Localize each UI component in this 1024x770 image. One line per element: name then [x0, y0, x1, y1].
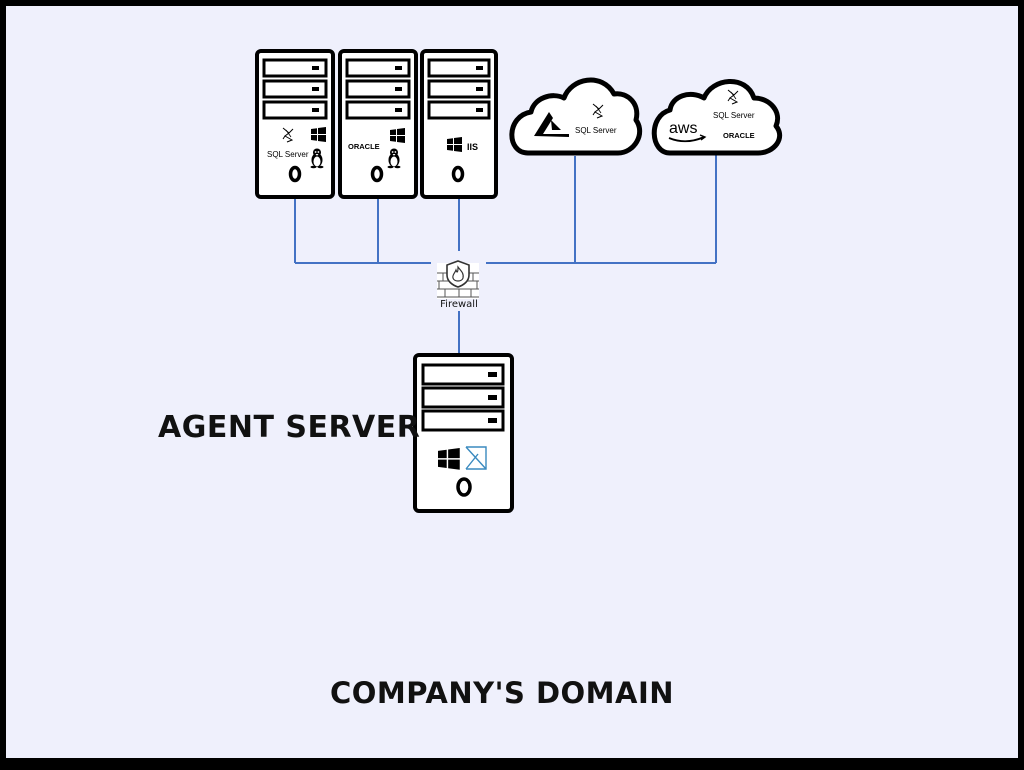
cloud-azure-sql: SQL Server: [509, 77, 643, 156]
server-tower-oracle: ORACLE: [338, 49, 418, 199]
sql-server-logo-icon: SQL Server: [575, 103, 617, 135]
sql-server-logo-icon: SQL Server: [267, 127, 309, 159]
oracle-logo-icon: ORACLE: [348, 142, 380, 151]
iis-logo-icon: IIS: [467, 142, 478, 152]
visual-studio-icon: [465, 446, 487, 470]
network-diagram: SQL Server ORACLE IIS: [255, 49, 783, 513]
azure-logo-icon: [534, 112, 569, 137]
firewall-label: Firewall: [440, 299, 478, 310]
power-button: [370, 165, 384, 183]
power-button: [456, 477, 472, 497]
cloud-aws: aws SQL Server ORACLE: [651, 79, 783, 156]
server-tower-sqlserver: SQL Server: [255, 49, 335, 199]
sql-server-logo-icon: SQL Server: [713, 89, 755, 120]
server-tower-iis: IIS: [420, 49, 498, 199]
svg-text:SQL Server: SQL Server: [713, 111, 755, 120]
agent-server-tower: [413, 353, 514, 513]
oracle-logo-icon: ORACLE: [723, 131, 755, 140]
company-domain-label: COMPANY'S DOMAIN: [330, 676, 675, 710]
connector-lines: [294, 153, 717, 354]
aws-logo-icon: aws: [668, 120, 707, 143]
svg-text:SQL Server: SQL Server: [267, 150, 309, 159]
firewall-brick-icon: [437, 260, 479, 299]
agent-server-label: AGENT SERVER: [158, 410, 421, 445]
svg-text:aws: aws: [669, 120, 697, 137]
power-button: [288, 165, 302, 183]
power-button: [451, 165, 465, 183]
svg-text:SQL Server: SQL Server: [575, 126, 617, 135]
